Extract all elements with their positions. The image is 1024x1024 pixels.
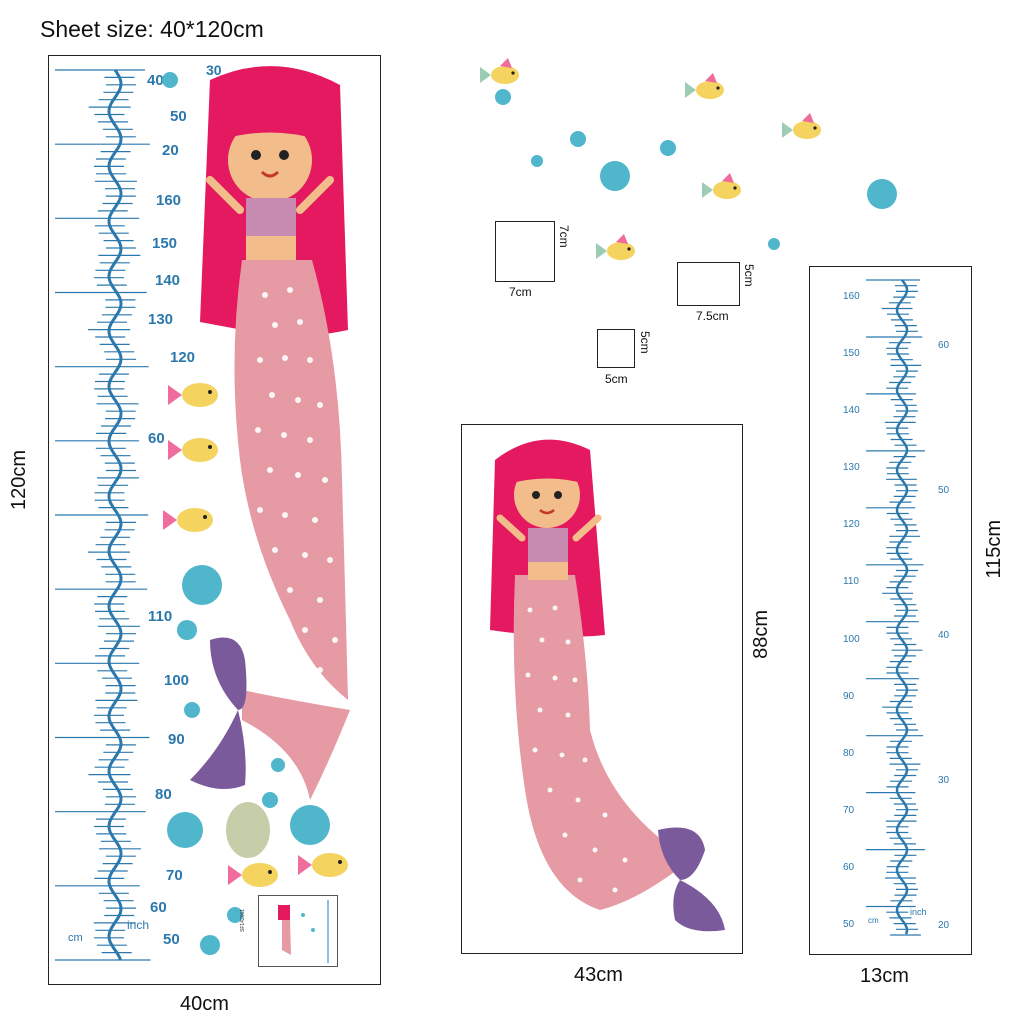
bubble-width-label: 5cm — [605, 372, 628, 386]
main-ruler — [55, 69, 151, 961]
main-sheet-width-label: 40cm — [180, 993, 229, 1015]
side-inch-20: 20 — [938, 920, 950, 931]
fish-size-box — [677, 262, 740, 306]
side-mark-130: 130 — [843, 462, 860, 473]
side-mark-120: 120 — [843, 519, 860, 530]
mermaid-panel-illustration — [490, 439, 725, 932]
main-mark-160: 160 — [156, 192, 182, 209]
bubble-size-box — [597, 329, 635, 368]
side-mark-160: 160 — [843, 291, 860, 302]
main-fish-decorations — [162, 72, 348, 955]
ruler-panel-ruler — [866, 279, 925, 936]
ruler-panel-height-label: 115cm — [983, 520, 1005, 579]
main-mark-30: 30 — [206, 62, 222, 78]
side-inch-50: 50 — [938, 485, 950, 496]
side-inch-60: 60 — [938, 340, 950, 351]
main-mark-90: 90 — [168, 731, 185, 748]
main-mark-50b: 50 — [163, 931, 180, 948]
shell-size-box — [495, 221, 555, 282]
main-mark-130: 130 — [148, 311, 174, 328]
side-mark-140: 140 — [843, 405, 860, 416]
side-mark-60: 60 — [843, 862, 855, 873]
side-mark-90: 90 — [843, 691, 855, 702]
fish-height-label: 5cm — [742, 264, 756, 287]
side-mark-50: 50 — [843, 919, 855, 930]
main-cm-label: cm — [68, 932, 83, 944]
main-mark-150: 150 — [152, 235, 178, 252]
side-mark-70: 70 — [843, 805, 855, 816]
side-mark-110: 110 — [843, 576, 859, 587]
main-thumbnail — [258, 895, 338, 967]
main-mark-120: 120 — [170, 349, 196, 366]
main-mark-60b: 60 — [150, 899, 167, 916]
bubble-height-label: 5cm — [638, 331, 652, 354]
mermaid-panel-height-label: 88cm — [750, 610, 772, 659]
main-inch-label: inch — [127, 918, 150, 932]
main-mark-70: 70 — [166, 867, 183, 884]
shell-height-label: 7cm — [557, 225, 571, 248]
side-inch-30: 30 — [938, 775, 950, 786]
main-mark-50: 50 — [170, 108, 187, 125]
fish-width-label: 7.5cm — [696, 309, 729, 323]
side-mark-80: 80 — [843, 748, 855, 759]
ruler-panel-width-label: 13cm — [860, 965, 909, 987]
main-mark-100: 100 — [164, 672, 190, 689]
main-mermaid-illustration — [190, 66, 350, 800]
side-cm-label: cm — [868, 916, 879, 925]
ruler-panel — [809, 266, 972, 955]
side-inch-40: 40 — [938, 630, 950, 641]
mermaid-panel-width-label: 43cm — [574, 964, 623, 986]
product-code: SF142001 — [240, 908, 246, 932]
main-mark-110: 110 — [148, 608, 173, 625]
side-inch-label: inch — [910, 907, 927, 917]
main-mark-140: 140 — [155, 272, 181, 289]
sheet-title: Sheet size: 40*120cm — [40, 16, 264, 42]
side-mark-100: 100 — [843, 634, 860, 645]
thumbnail-illustration — [278, 900, 329, 963]
shell-width-label: 7cm — [509, 285, 532, 299]
main-mark-80: 80 — [155, 786, 172, 803]
main-mark-40: 40 — [147, 72, 164, 89]
main-mark-20: 20 — [162, 142, 179, 159]
side-mark-150: 150 — [843, 348, 860, 359]
main-mark-60: 60 — [148, 430, 165, 447]
main-sheet-height-label: 120cm — [8, 450, 30, 511]
